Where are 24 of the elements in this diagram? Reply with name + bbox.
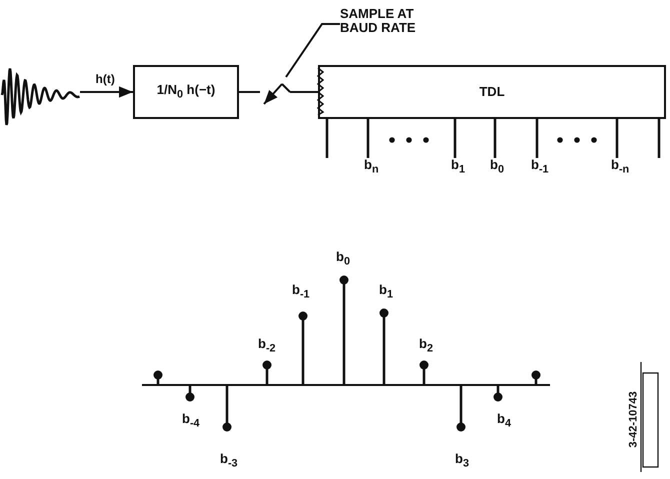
connector-line xyxy=(239,91,260,93)
figure-id-label: 3-42-10743 xyxy=(628,391,640,448)
block-label: TDL xyxy=(479,84,505,100)
coefficient-label: b$_{0}$ xyxy=(490,158,504,176)
coefficient-label: b$_{-3}$ xyxy=(220,452,238,470)
coefficient-label: b$_{4}$ xyxy=(497,412,511,430)
coefficient-label: b$_{-n}$ xyxy=(611,158,630,176)
edge-label: h(t) xyxy=(94,73,116,85)
connector-line xyxy=(290,91,318,93)
coefficient-label: b$_{0}$ xyxy=(336,250,350,268)
coefficient-label: b$_{-1}$ xyxy=(531,158,549,176)
filter-box xyxy=(133,65,239,119)
coefficient-label: b$_{1}$ xyxy=(379,283,393,300)
note-text: SAMPLE AT BAUD RATE xyxy=(340,6,417,36)
coefficient-label: b$_{n}$ xyxy=(364,158,379,176)
coefficient-label: b$_{3}$ xyxy=(455,452,469,470)
coefficient-label: b$_{-2}$ xyxy=(258,337,276,354)
arrow xyxy=(80,86,133,98)
coefficient-label: b$_{1}$ xyxy=(451,158,465,176)
block-label: 1/N$_{0}$ h(−t) xyxy=(156,82,216,102)
coefficient-label: b$_{2}$ xyxy=(419,337,433,354)
coefficient-label: b$_{-1}$ xyxy=(292,283,310,300)
leader-line xyxy=(285,23,340,78)
coefficient-label: b$_{-4}$ xyxy=(182,412,200,430)
